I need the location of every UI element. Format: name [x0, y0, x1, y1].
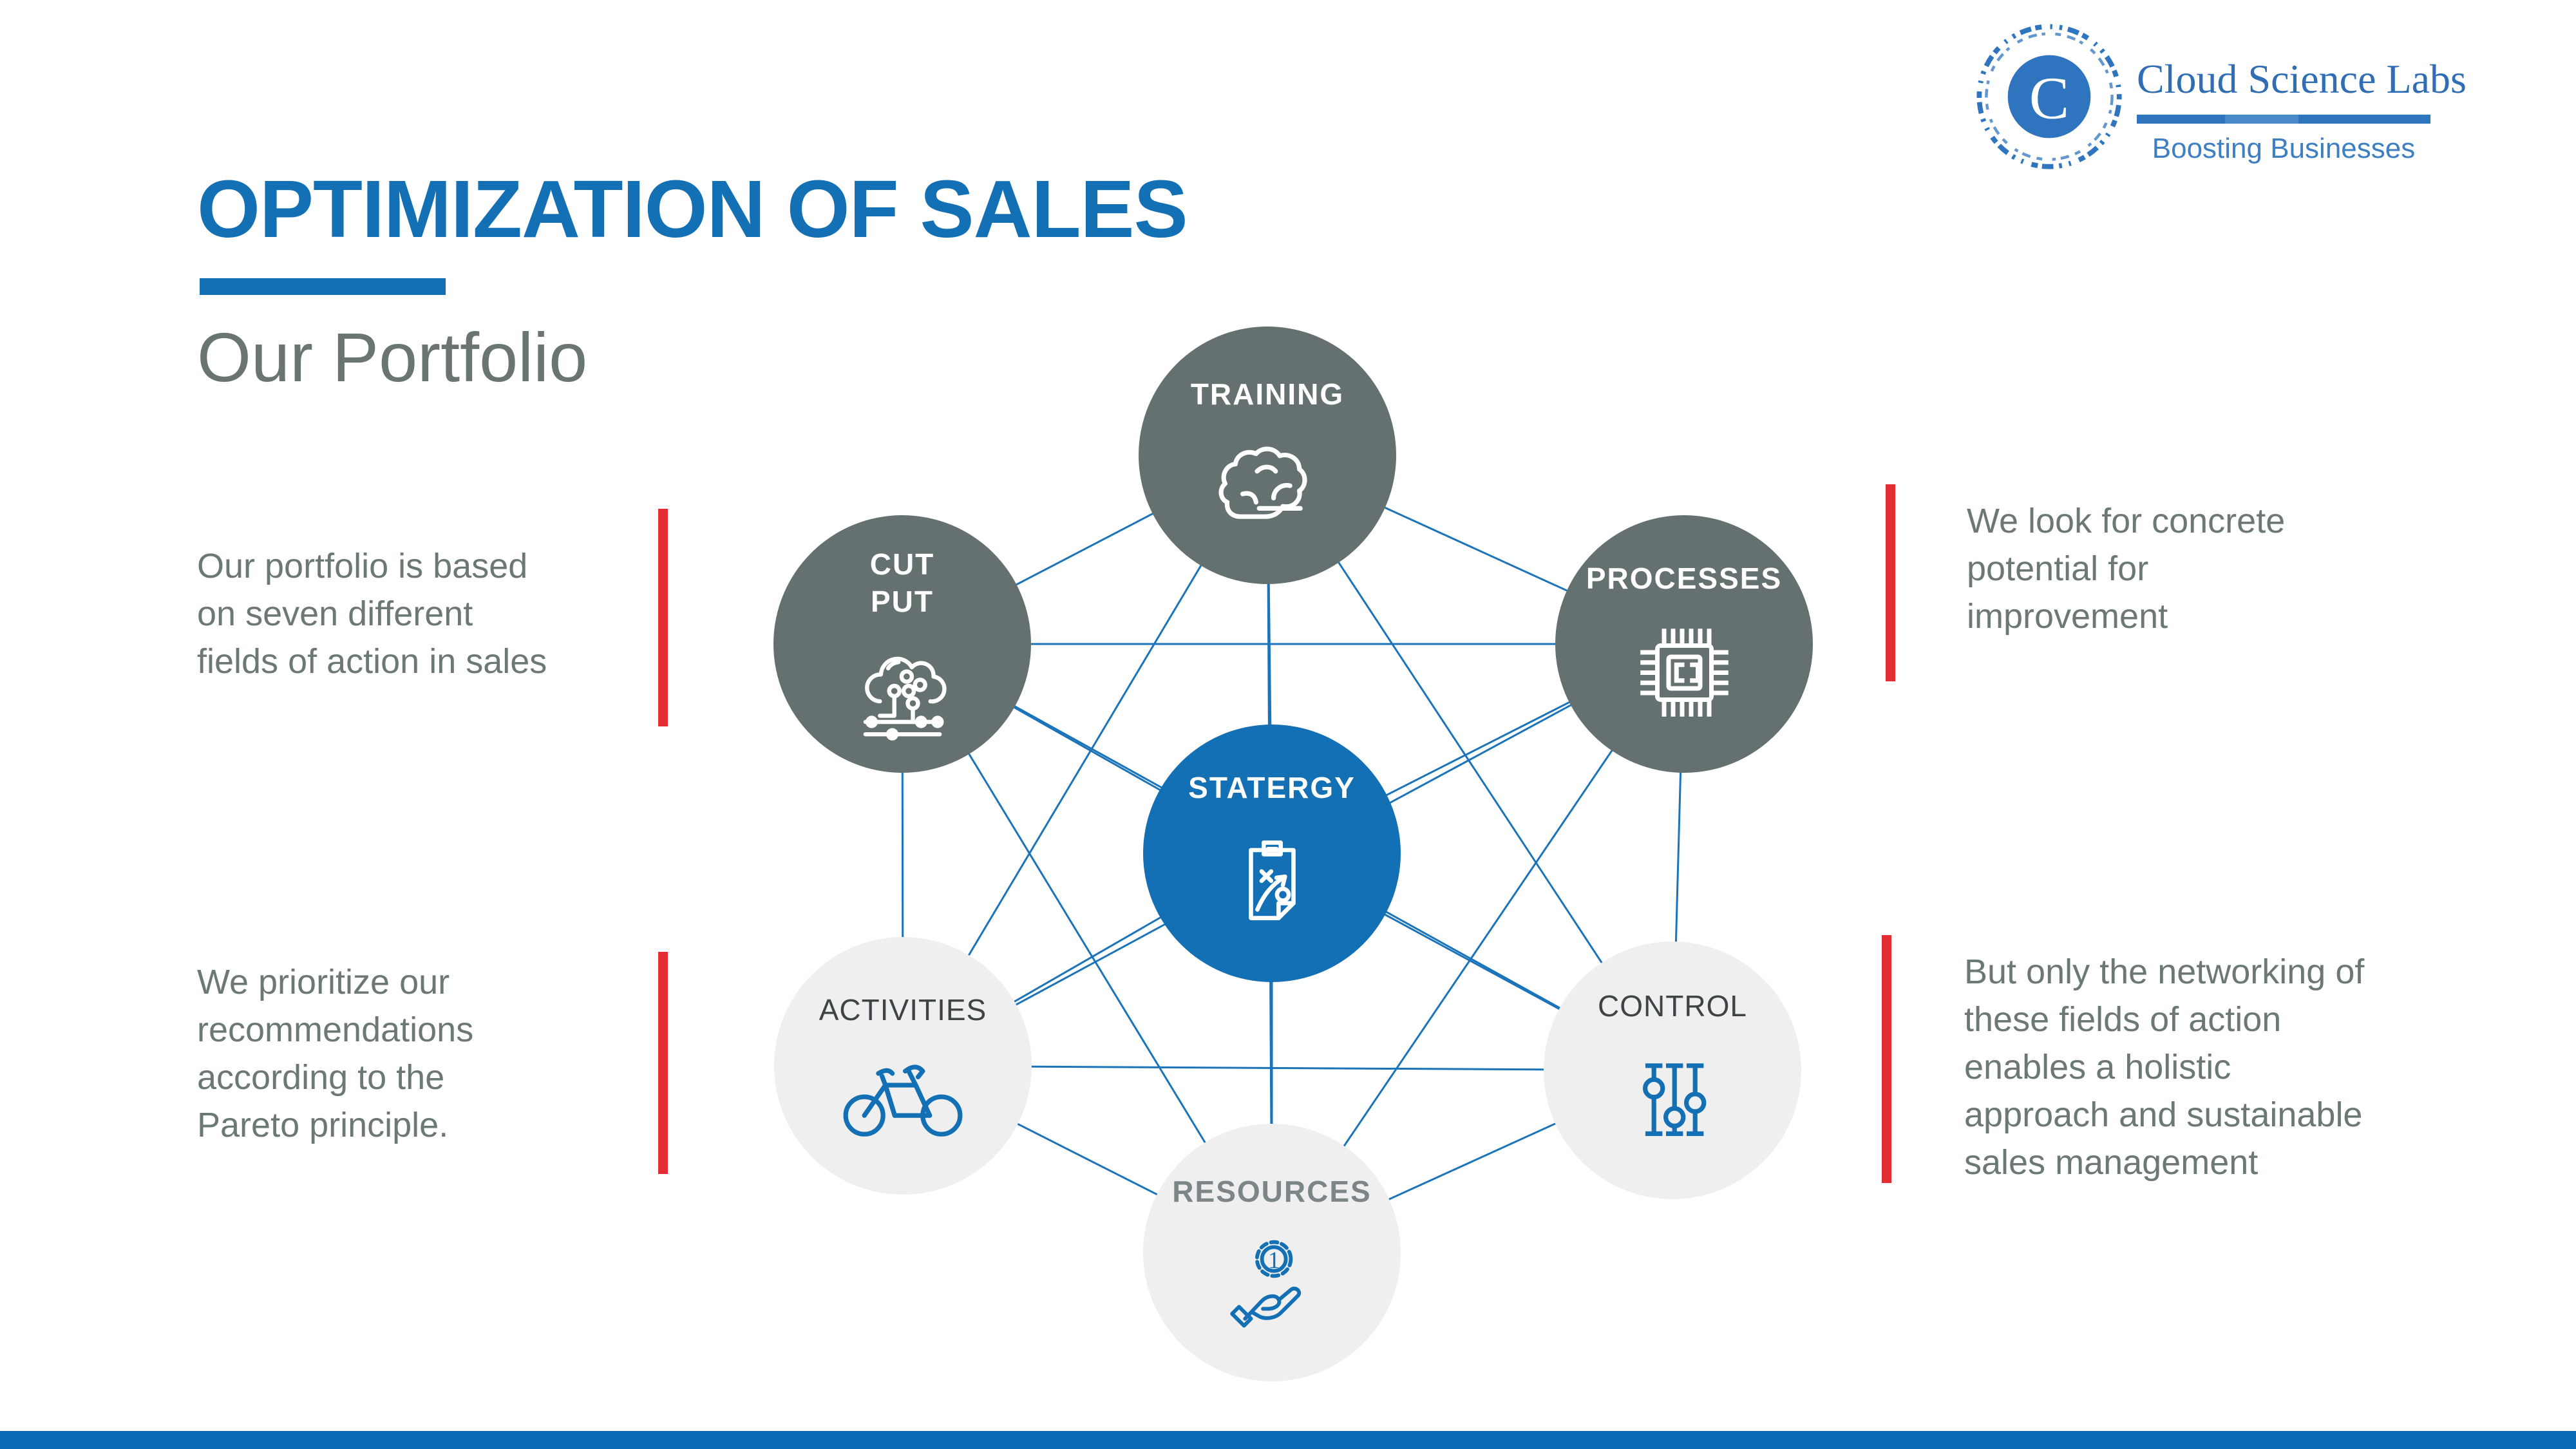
red-divider-left-bottom [658, 952, 668, 1174]
svg-text:1: 1 [1268, 1247, 1280, 1274]
bicycle-icon [843, 1064, 963, 1137]
logo-underline [2137, 115, 2430, 124]
text-right-bottom: But only the networking of these fields … [1964, 952, 2365, 1182]
red-divider-left-top [658, 509, 668, 726]
strategy-clipboard-icon [1248, 840, 1296, 920]
logo-monogram: C [2029, 65, 2069, 131]
coin-hand-icon: 1 [1230, 1240, 1302, 1328]
text-left-top: Our portfolio is based on seven differen… [197, 547, 547, 681]
sliders-icon [1643, 1063, 1707, 1136]
text-right-top: We look for concrete potential for impro… [1967, 502, 2286, 636]
text-left-bottom: We prioritize our recommendations accord… [197, 963, 474, 1144]
company-logo: C Cloud Science Labs Boosting Businesses [1971, 18, 2550, 185]
node-processes: PROCESSES [1555, 515, 1813, 773]
node-stategy: STATERGY [1143, 724, 1401, 982]
logo-name: Cloud Science Labs [2137, 56, 2467, 102]
node-cut-put-label: CUT PUT [869, 547, 935, 618]
node-processes-label: PROCESSES [1586, 561, 1783, 595]
node-control-label: CONTROL [1598, 989, 1747, 1023]
footer-bar [0, 1431, 2576, 1449]
node-control: CONTROL [1544, 942, 1801, 1199]
title-underline [200, 278, 446, 295]
page-title: OPTIMIZATION OF SALES [197, 164, 1188, 254]
logo-ring-icon: C [1976, 24, 2122, 169]
logo-tagline: Boosting Businesses [2152, 133, 2416, 164]
brain-icon [1218, 446, 1307, 519]
node-cut-put: CUT PUT [773, 515, 1031, 773]
cloud-circuit-icon [863, 656, 947, 741]
red-divider-right-bottom [1882, 935, 1891, 1183]
red-divider-right-top [1886, 484, 1895, 681]
node-activities-label: ACTIVITIES [819, 992, 987, 1027]
chip-icon [1640, 628, 1728, 717]
node-training: TRAINING [1139, 327, 1396, 584]
node-resources: RESOURCES 1 [1143, 1124, 1401, 1381]
node-training-label: TRAINING [1190, 377, 1345, 411]
node-activities: ACTIVITIES [774, 937, 1032, 1195]
page-subtitle: Our Portfolio [197, 318, 588, 396]
node-stategy-label: STATERGY [1188, 770, 1356, 804]
node-resources-label: RESOURCES [1172, 1175, 1372, 1208]
